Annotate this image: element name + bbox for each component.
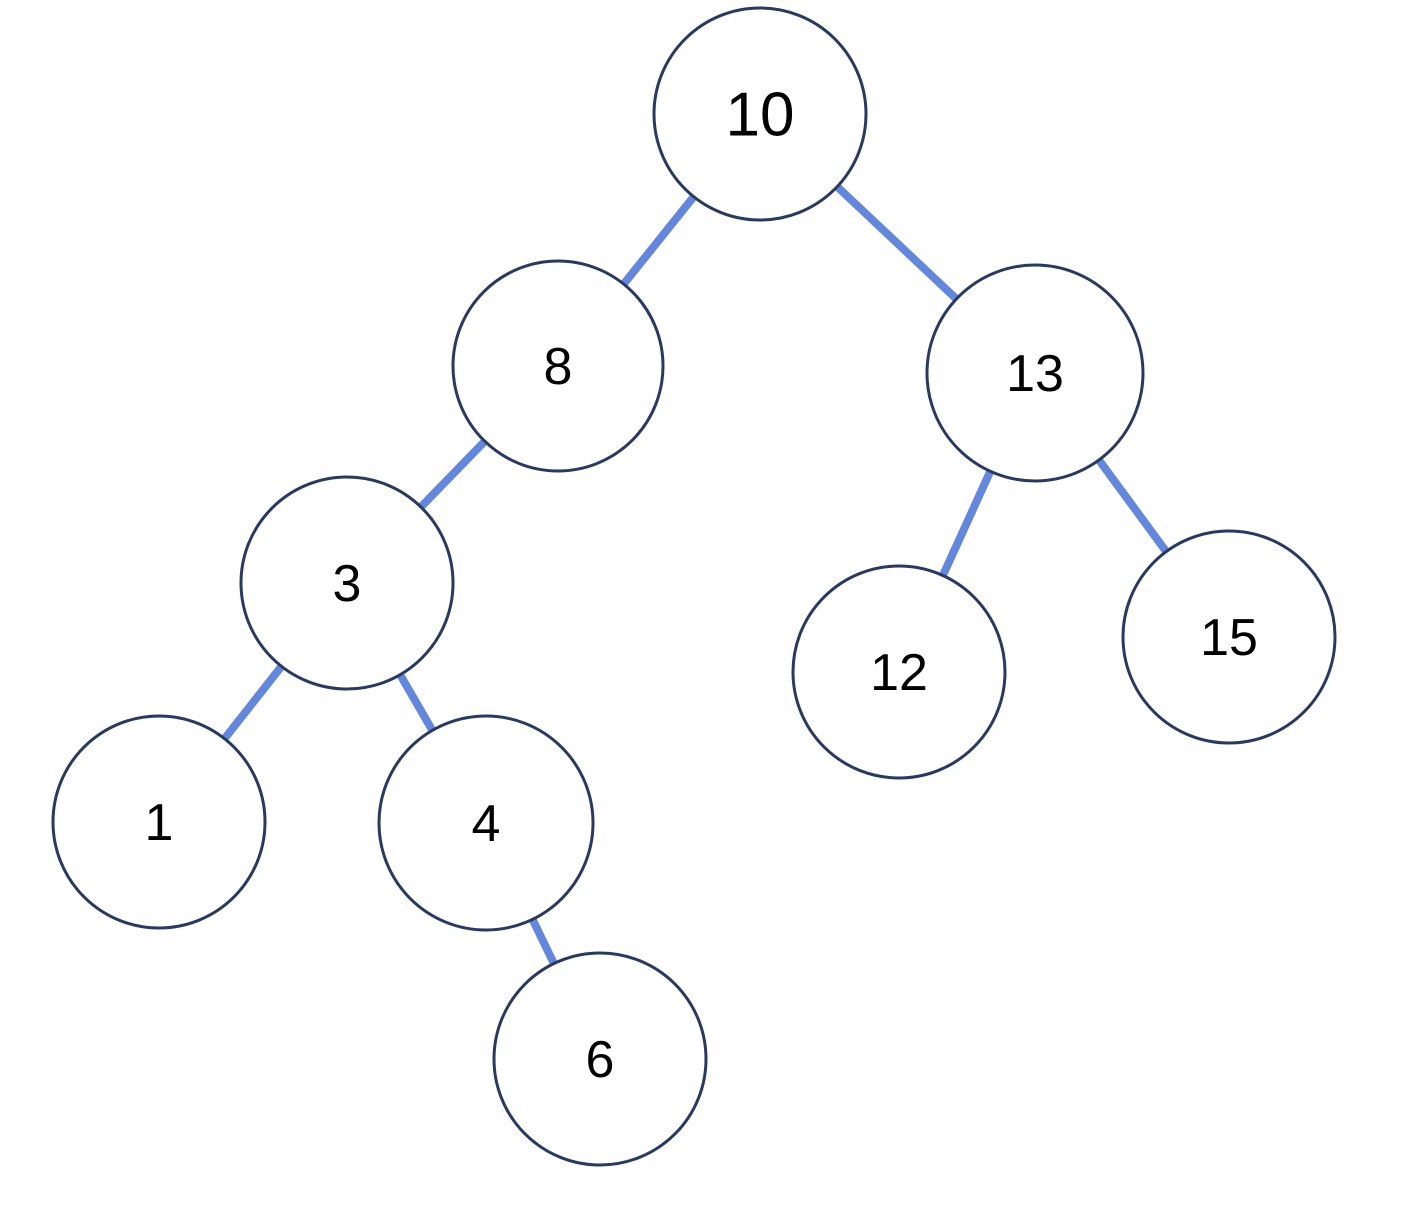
tree-node-label-12: 12 [870, 644, 928, 702]
tree-node-6: 6 [492, 951, 708, 1167]
tree-node-circle-1 [51, 714, 267, 930]
tree-node-label-10: 10 [726, 81, 795, 150]
tree-node-10: 10 [652, 6, 868, 222]
tree-node-circle-12 [791, 564, 1007, 780]
tree-node-label-1: 1 [145, 794, 174, 852]
tree-node-label-15: 15 [1200, 609, 1258, 667]
tree-node-label-4: 4 [472, 795, 501, 853]
tree-node-3: 3 [239, 475, 455, 691]
tree-node-4: 4 [377, 714, 595, 932]
tree-node-circle-13 [925, 263, 1145, 483]
tree-node-15: 15 [1121, 529, 1337, 745]
tree-node-label-3: 3 [333, 555, 362, 613]
tree-nodes-layer: 10 8 13 3 12 15 1 4 6 [51, 6, 1337, 1167]
tree-node-circle-8 [451, 259, 665, 473]
tree-node-8: 8 [451, 259, 665, 473]
tree-node-label-8: 8 [544, 338, 573, 396]
tree-node-13: 13 [925, 263, 1145, 483]
tree-node-circle-10 [652, 6, 868, 222]
tree-node-label-13: 13 [1006, 345, 1064, 403]
tree-node-circle-6 [492, 951, 708, 1167]
tree-node-12: 12 [791, 564, 1007, 780]
tree-node-label-6: 6 [586, 1031, 615, 1089]
tree-node-circle-4 [377, 714, 595, 932]
tree-node-1: 1 [51, 714, 267, 930]
tree-node-circle-15 [1121, 529, 1337, 745]
tree-node-circle-3 [239, 475, 455, 691]
